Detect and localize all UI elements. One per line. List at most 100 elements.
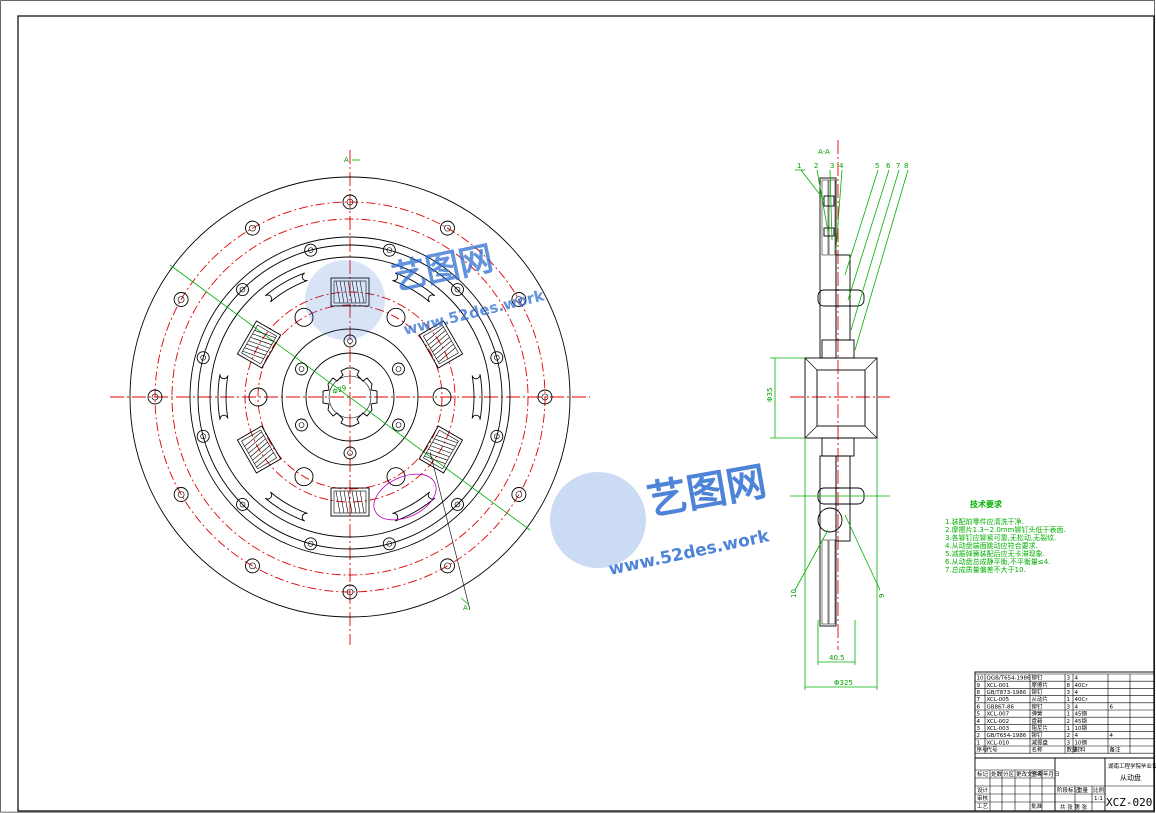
hub-rivet-hole [392, 362, 405, 376]
rivet-core [177, 296, 185, 303]
rivet-core [347, 450, 353, 456]
outer-rivet-holes [147, 194, 553, 600]
outer-rivet-hole [342, 194, 358, 210]
mid-rivet-hole [196, 351, 210, 365]
section-view: A-A Φ35 40.5 [766, 140, 908, 690]
spring-coil [343, 490, 349, 514]
spring-coil [246, 343, 268, 353]
tb-label-zone: 分区 [1003, 770, 1015, 778]
bom-cell-no: 7 [977, 697, 981, 703]
leader-4 [835, 169, 843, 251]
bom-cell-code: XCL-007 [987, 712, 1010, 718]
spring-coil [430, 333, 448, 349]
rivet-core [541, 393, 549, 401]
tb-label-count: 处数 [991, 770, 1003, 778]
spring-window [236, 425, 282, 474]
tb-school: 湖南工程学院毕业设计 [1108, 762, 1156, 770]
bom-header-cell: 代号 [987, 746, 999, 754]
spring-coil [436, 435, 458, 444]
outer-rivet-hole [511, 487, 527, 502]
watermark-brand: 艺图网 [389, 238, 497, 298]
tech-item-6: 6.从动盘总成静平衡,不平衡量≤4. [945, 557, 1050, 566]
watermark-brand-2: 艺图网 [644, 459, 770, 525]
upper-lining-right [828, 179, 836, 256]
hub-flange-edge [281, 328, 419, 466]
inner-rivet-holes [295, 334, 405, 460]
callout-10: 10 [790, 589, 798, 598]
rivet-core [386, 541, 393, 547]
outer-rivet-hole [173, 487, 189, 502]
rivet-core [177, 491, 185, 498]
tb-label-weight: 重量 [1077, 786, 1089, 794]
lower-lining-right [828, 539, 836, 625]
hub-rivet-hole [295, 362, 308, 376]
bom-cell-qty: 3 [1067, 740, 1071, 746]
section-mark-top-label: A [344, 156, 349, 164]
damper-plate-edge [209, 256, 491, 538]
spring-coil [351, 280, 357, 304]
watermark-center: 艺图网 www.52des.work [550, 459, 772, 580]
arc-slot [264, 272, 308, 303]
bom-cell-mat: 40Cr [1075, 683, 1089, 689]
callout-2: 2 [814, 162, 818, 170]
bom-cell-name: 从动片 [1032, 695, 1049, 703]
mid-rivet-hole [451, 498, 464, 511]
rivet-core [307, 541, 314, 547]
tech-item-7: 7.总成质量偏差不大于10. [945, 565, 1026, 574]
tb-scale: 1:1 [1094, 796, 1103, 802]
spring-coil [355, 280, 361, 304]
arc-slot [392, 272, 436, 303]
stop-pin-holes [248, 307, 452, 487]
spline-root [328, 375, 372, 419]
rivet-outline [511, 487, 527, 502]
bom-cell-qty: 8 [1067, 683, 1071, 689]
rivet-outline [451, 498, 464, 511]
section-mark-bottom-label: A [463, 604, 468, 612]
bom-cell-no: 1 [977, 740, 981, 746]
bom-cell-no: 10 [977, 676, 984, 682]
spring-coil [244, 431, 262, 447]
spring-coil [248, 438, 266, 454]
outer-rivet-hole [342, 584, 358, 600]
rivet-core [249, 224, 256, 232]
rivet-outline [511, 292, 527, 307]
outer-rivet-hole [245, 220, 260, 236]
bom-cell-qty: 3 [1067, 676, 1071, 682]
bom-cell-mat: 40Cr [1075, 697, 1089, 703]
hub-chamfer-br [864, 425, 878, 439]
bom-cell-qty: 1 [1067, 712, 1071, 718]
rivet-outline [236, 498, 249, 511]
rivet-core [494, 433, 500, 440]
outer-rivet-hole [537, 389, 553, 405]
bom-cell-code: XCL-003 [987, 726, 1010, 732]
dim-total-width-text: Φ325 [834, 679, 853, 687]
rivet-outline [173, 292, 189, 307]
hub-chamfer-bl [804, 425, 818, 439]
leader-7 [850, 169, 900, 331]
tech-item-3: 3.各铆钉应铆紧可靠,无松动,无裂纹. [945, 533, 1056, 542]
rivet-outline [304, 243, 318, 257]
drawing-border [17, 15, 1155, 812]
bom-cell-qty: 3 [1067, 690, 1071, 696]
highlight-ellipse [373, 473, 437, 521]
callout-6: 6 [886, 162, 891, 170]
spring-window-frame [418, 320, 464, 369]
dim-plate-width-text: 40.5 [829, 654, 845, 662]
lower-friction-stack [819, 455, 837, 627]
stop-pin-hole [432, 387, 452, 407]
rivet-outline [342, 194, 358, 210]
bom-cell-qty: 1 [1067, 697, 1071, 703]
outer-rivet-hole [245, 558, 260, 574]
bom-cell-no: 6 [977, 704, 981, 710]
outer-rivet-hole [173, 292, 189, 307]
spring-coil [359, 280, 365, 304]
arc-slot [392, 491, 436, 522]
rivet-outline [490, 351, 504, 365]
spring-coil [244, 347, 266, 356]
spring-body [333, 280, 367, 304]
mid-rivet-hole [304, 243, 318, 257]
spring-coil [250, 336, 272, 346]
tech-item-4: 4.从动盘端面跳动应符合要求. [945, 541, 1038, 550]
